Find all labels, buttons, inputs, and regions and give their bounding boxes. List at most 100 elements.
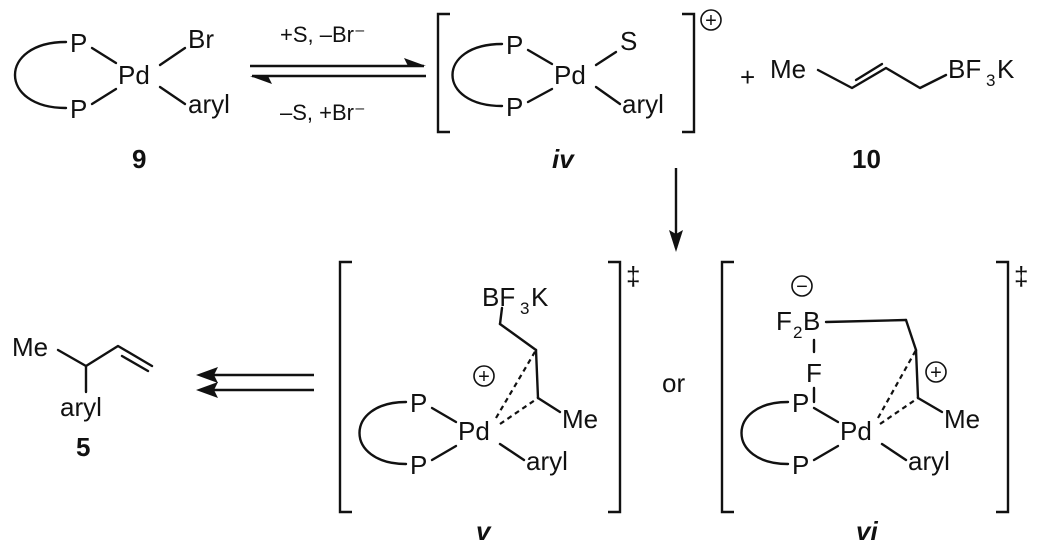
carbon-chain: [816, 66, 948, 90]
bracket-right: [682, 12, 696, 134]
plus-connector: +: [740, 62, 755, 92]
or-connector: or: [662, 368, 685, 398]
compound-iv: P P Pd S aryl + iv: [436, 9, 722, 174]
bond-pd-aryl: [158, 85, 187, 106]
transition-state-v: P P Pd aryl BF 3 K Me + ‡ v: [338, 260, 640, 546]
product-arrows: [196, 367, 314, 398]
compound-label-vi: vi: [856, 516, 878, 546]
double-bond-inner-line: [120, 354, 150, 373]
charge-plus-sign: +: [478, 366, 490, 388]
product-arrow-head-bottom: [196, 382, 218, 398]
bond-c-ch2: [498, 322, 538, 352]
atom-pd: Pd: [554, 60, 586, 90]
bond-pd-s: [594, 50, 618, 67]
atom-aryl: aryl: [188, 89, 230, 119]
bond-p-pd-bottom: [430, 444, 458, 462]
double-dagger: ‡: [626, 261, 640, 291]
transition-state-vi: − F 2 B F + Me P P Pd aryl ‡ vi: [720, 260, 1028, 546]
bond-me-c: [56, 348, 88, 368]
anionic-charge-icon: [791, 275, 813, 297]
charge-plus-sign: +: [705, 10, 717, 32]
partial-bond-pd-c-upper: [495, 349, 537, 419]
atom-aryl: aryl: [526, 446, 568, 476]
atom-me: Me: [770, 54, 806, 84]
compound-label-iv: iv: [552, 144, 575, 174]
cationic-charge-icon: [925, 361, 947, 383]
atom-p-top: P: [792, 388, 809, 418]
condition-reverse: –S, +Br⁻: [280, 100, 366, 125]
atom-f-bridge: F: [806, 358, 822, 388]
atom-aryl: aryl: [908, 446, 950, 476]
atom-p-bottom: P: [792, 450, 809, 480]
compound-10: Me BF 3 K 10: [770, 54, 1015, 174]
down-arrow-head: [669, 230, 683, 252]
compound-label-5: 5: [76, 432, 90, 462]
bond-p-pd-bottom: [812, 444, 840, 462]
atom-pd: Pd: [458, 416, 490, 446]
bracket-left: [720, 260, 734, 514]
down-arrow: [669, 168, 683, 252]
charge-plus-sign: +: [930, 362, 942, 384]
partial-bond-pd-c-upper: [877, 349, 917, 419]
bracket-left: [338, 260, 352, 514]
bracket-left: [436, 12, 450, 134]
compound-label-v: v: [476, 516, 492, 546]
bond-p-pd-bottom: [526, 87, 554, 104]
compound-label-9: 9: [132, 144, 146, 174]
product-arrow-head-top: [196, 367, 218, 383]
atom-pd: Pd: [840, 416, 872, 446]
atom-aryl: aryl: [60, 392, 102, 422]
charge-minus-sign: −: [796, 276, 808, 298]
atom-me: Me: [562, 404, 598, 434]
bracket-right: [996, 260, 1010, 514]
bond-ch2-b: [498, 306, 504, 326]
bond-c-me: [916, 396, 944, 414]
bond-p-pd-top: [812, 406, 840, 424]
product-5: Me aryl 5: [12, 332, 154, 462]
double-dagger: ‡: [1014, 261, 1028, 291]
bond-p-pd-top: [526, 48, 554, 66]
atom-p-bottom: P: [410, 450, 427, 480]
group-bf3k-bf: BF: [482, 282, 515, 312]
bond-pd-aryl: [594, 85, 622, 106]
cationic-charge-icon: [700, 9, 722, 31]
atom-p-top: P: [410, 388, 427, 418]
group-bf3k-k: K: [997, 54, 1015, 84]
bond-b-ch2: [824, 318, 908, 324]
ligand-backbone-arc: [358, 400, 408, 466]
atom-p-bottom: P: [70, 94, 87, 124]
group-bf3k-subscript: 3: [520, 299, 529, 318]
reverse-arrow-head: [250, 76, 272, 84]
group-bf3k-k: K: [531, 282, 549, 312]
bond-ch2-c: [904, 318, 918, 352]
cationic-charge-icon: [473, 365, 495, 387]
atom-f-on-boron: F: [776, 306, 792, 336]
partial-bond-pd-c-lower: [879, 397, 919, 425]
compound-label-10: 10: [852, 144, 881, 174]
subscript-two: 2: [793, 323, 802, 342]
bond-pd-br: [158, 46, 187, 67]
bond-p-pd-bottom: [90, 87, 118, 106]
atom-br: Br: [188, 24, 214, 54]
group-bf3k-subscript: 3: [986, 71, 995, 90]
vinyl-chain: [84, 344, 154, 368]
ligand-backbone-arc: [740, 400, 790, 466]
double-bond-inner-line: [854, 62, 884, 82]
atom-b: B: [803, 306, 820, 336]
bond-c-c: [534, 348, 540, 400]
bond-pd-aryl: [880, 442, 908, 462]
bond-p-pd-top: [430, 406, 458, 424]
bond-c-c: [914, 348, 920, 400]
atom-aryl: aryl: [622, 89, 664, 119]
partial-bond-pd-c-lower: [499, 397, 539, 425]
atom-s: S: [620, 26, 637, 56]
atom-p-top: P: [506, 30, 523, 60]
atom-p-bottom: P: [506, 92, 523, 122]
condition-forward: +S, –Br⁻: [280, 22, 366, 47]
atom-me: Me: [12, 332, 48, 362]
forward-arrow-head: [404, 58, 426, 66]
compound-9: P P Pd Br aryl 9: [14, 24, 230, 174]
equilibrium-arrows: +S, –Br⁻ –S, +Br⁻: [250, 22, 426, 125]
bond-c-me: [536, 396, 562, 414]
bond-p-pd-top: [90, 46, 118, 65]
